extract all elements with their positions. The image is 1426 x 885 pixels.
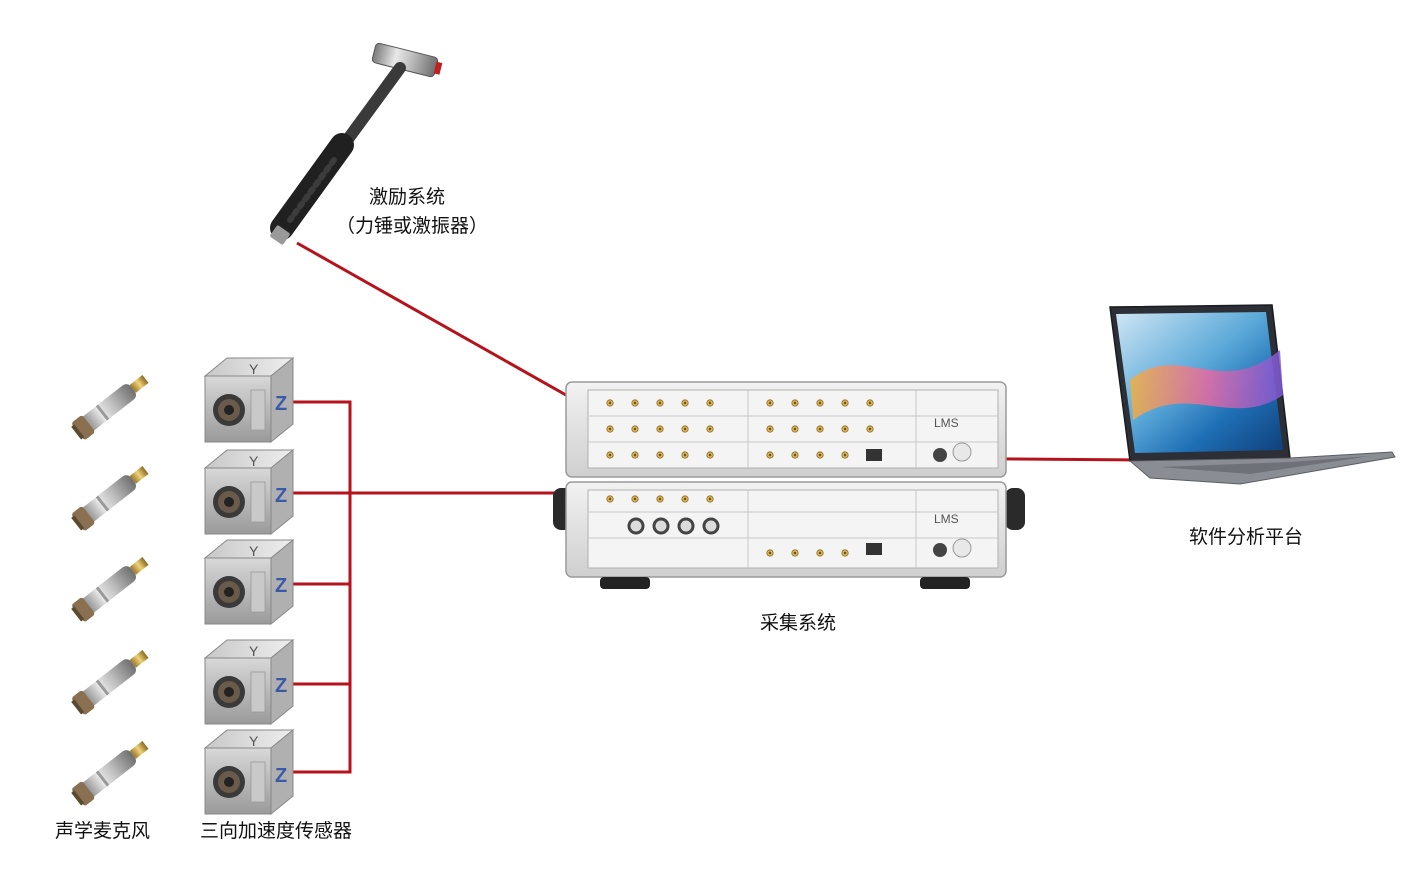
acquisition-label: 采集系统 bbox=[760, 612, 837, 634]
microphone-icon bbox=[69, 552, 153, 624]
hammer-cable bbox=[296, 241, 597, 414]
microphone-icon bbox=[69, 645, 153, 717]
excitation-subtitle: （力锤或激振器） bbox=[336, 215, 489, 237]
accelerometer-icon: Y Z bbox=[204, 729, 294, 815]
accelerometer-icon: Y Z bbox=[204, 639, 294, 725]
cube-axis-y: Y bbox=[249, 543, 259, 559]
daq-brand-upper: LMS bbox=[934, 416, 959, 430]
cube-axis-z: Z bbox=[275, 485, 287, 507]
accelerometer-icon: Y Z bbox=[204, 357, 294, 443]
microphone-icon bbox=[69, 736, 153, 808]
accelerometer-label: 三向加速度传感器 bbox=[200, 820, 353, 842]
microphone-icon bbox=[69, 461, 153, 533]
sensor-cable bbox=[286, 400, 596, 774]
hammer-icon bbox=[270, 42, 443, 245]
daq-brand-lower: LMS bbox=[934, 512, 959, 526]
accelerometer-icon: Y Z bbox=[204, 449, 294, 535]
excitation-title: 激励系统 bbox=[369, 186, 446, 208]
daq-chassis-icon: LMS LMS bbox=[553, 381, 1025, 589]
cube-axis-y: Y bbox=[249, 733, 259, 749]
software-label: 软件分析平台 bbox=[1189, 526, 1304, 548]
cube-axis-z: Z bbox=[275, 393, 287, 415]
cube-axis-z: Z bbox=[275, 765, 287, 787]
accelerometer-icon: Y Z bbox=[204, 539, 294, 625]
cube-axis-z: Z bbox=[275, 675, 287, 697]
cube-axis-z: Z bbox=[275, 575, 287, 597]
cube-axis-y: Y bbox=[249, 361, 259, 377]
cube-axis-y: Y bbox=[249, 453, 259, 469]
microphone-group bbox=[69, 370, 153, 808]
cube-axis-y: Y bbox=[249, 643, 259, 659]
laptop-icon bbox=[1109, 304, 1396, 485]
accelerometer-group: Y Z Y Z Y Z Y Z Y Z bbox=[204, 357, 294, 815]
microphone-label: 声学麦克风 bbox=[55, 820, 151, 842]
microphone-icon bbox=[69, 370, 153, 442]
